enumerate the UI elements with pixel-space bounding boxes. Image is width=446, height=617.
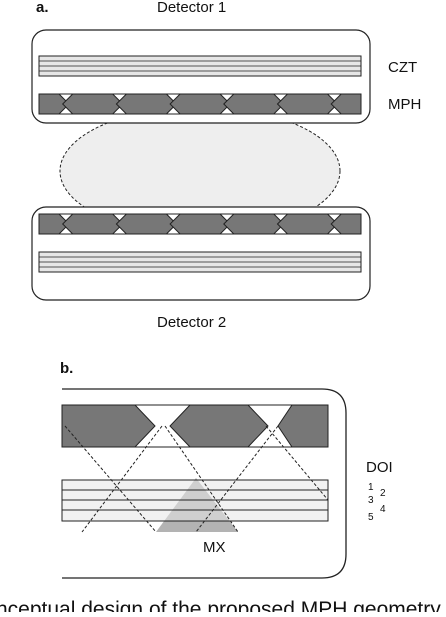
detector-2-czt-layer xyxy=(38,251,362,273)
pinhole-hexagon xyxy=(330,93,362,115)
zoomed-czt-crystal xyxy=(61,479,329,522)
zoomed-detector-box xyxy=(62,388,347,579)
pinhole-hexagon xyxy=(61,93,124,115)
pinhole-hexagon xyxy=(38,213,70,235)
doi-label: DOI xyxy=(366,459,393,476)
mx-label: MX xyxy=(203,539,226,556)
panel-a-label: a. xyxy=(36,0,49,16)
pinhole-hexagon xyxy=(223,93,285,115)
pinhole-hexagon xyxy=(61,213,124,235)
pinhole-hexagon xyxy=(276,93,339,115)
pinhole-hexagon xyxy=(115,93,178,115)
pinhole-hexagon xyxy=(61,404,156,448)
pinhole-hexagon xyxy=(330,213,362,235)
detector-2-mph-collimator xyxy=(38,213,362,235)
pinhole-hexagon xyxy=(115,213,178,235)
pinhole-hexagon xyxy=(223,213,285,235)
pinhole-hexagon xyxy=(169,93,231,115)
pinhole-hexagon xyxy=(169,213,231,235)
caption-fragment: nceptual design of the proposed MPH geom… xyxy=(0,598,446,612)
ray-paths xyxy=(64,425,329,533)
doi-number-4: 4 xyxy=(380,504,386,515)
pinhole-hexagon xyxy=(276,213,339,235)
detector-1-mph-collimator xyxy=(38,93,362,115)
detector-1-title: Detector 1 xyxy=(157,0,226,16)
pinhole-hexagon xyxy=(169,404,269,448)
pinhole-hexagon xyxy=(277,404,329,448)
detector-1-czt-layer xyxy=(38,55,362,77)
czt-label: CZT xyxy=(388,59,417,76)
doi-number-2: 2 xyxy=(380,488,386,499)
mph-label: MPH xyxy=(388,96,421,113)
doi-number-1: 1 xyxy=(368,482,374,493)
panel-b-label: b. xyxy=(60,360,73,377)
doi-number-3: 3 xyxy=(368,495,374,506)
doi-number-5: 5 xyxy=(368,512,374,523)
pinhole-hexagon xyxy=(38,93,70,115)
detector-2-title: Detector 2 xyxy=(157,314,226,331)
